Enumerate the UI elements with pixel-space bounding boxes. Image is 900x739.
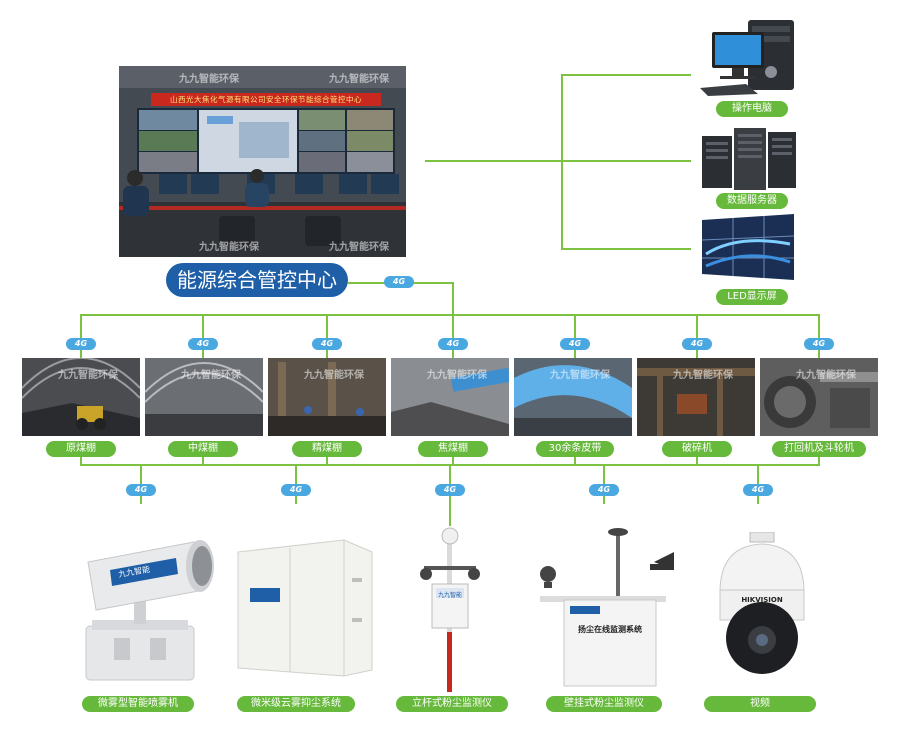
watermark: 九九智能环保 <box>329 242 389 253</box>
tag-4g: 4G <box>589 484 619 496</box>
tag-4g: 4G <box>126 484 156 496</box>
tag-4g: 4G <box>560 338 590 350</box>
watermark: 九九智能环保 <box>58 370 118 381</box>
equipment-label: 立杆式粉尘监测仪 <box>396 696 508 712</box>
led-video-wall-icon <box>698 214 798 284</box>
tag-4g: 4G <box>438 338 468 350</box>
watermark: 九九智能环保 <box>304 370 364 381</box>
watermark: 九九智能环保 <box>329 74 389 85</box>
watermark: 九九智能环保 <box>427 370 487 381</box>
wall-monitor-icon: 扬尘在线监测系统 <box>530 522 680 692</box>
site-photo-middle-coal-shed: 九九智能环保 <box>145 358 263 436</box>
device-label: LED显示屏 <box>716 289 788 305</box>
tag-4g: 4G <box>804 338 834 350</box>
equipment-label: 壁挂式粉尘监测仪 <box>546 696 662 712</box>
watermark: 九九智能环保 <box>181 370 241 381</box>
camera-brand-text: HIKVISION <box>741 596 783 604</box>
tag-4g: 4G <box>312 338 342 350</box>
site-label: 精煤棚 <box>292 441 362 457</box>
site-label: 焦煤棚 <box>418 441 488 457</box>
site-label: 破碎机 <box>662 441 732 457</box>
equipment-label: 微雾型智能喷雾机 <box>82 696 194 712</box>
tag-4g: 4G <box>384 276 414 288</box>
desktop-computer-icon <box>698 18 798 98</box>
watermark: 九九智能环保 <box>796 370 856 381</box>
wall-monitor-panel-text: 扬尘在线监测系统 <box>578 625 642 634</box>
site-photo-clean-coal-shed: 九九智能环保 <box>268 358 386 436</box>
watermark: 九九智能环保 <box>179 74 239 85</box>
tag-4g: 4G <box>188 338 218 350</box>
tag-4g: 4G <box>281 484 311 496</box>
dome-camera-icon: HIKVISION <box>714 531 810 680</box>
control-center-photo: 山西光大焦化气源有限公司安全环保节能综合管控中心 九九智能环保 九九智能环保 九… <box>119 66 406 257</box>
watermark: 九九智能环保 <box>199 242 259 253</box>
tag-4g: 4G <box>682 338 712 350</box>
device-label: 数据服务器 <box>716 193 788 209</box>
center-title: 能源综合管控中心 <box>166 263 348 297</box>
cabinet-icon <box>232 538 378 678</box>
site-photo-coking-coal-shed: 九九智能环保 <box>391 358 509 436</box>
tag-4g: 4G <box>743 484 773 496</box>
watermark: 九九智能环保 <box>550 370 610 381</box>
equipment-label: 微米级云雾抑尘系统 <box>237 696 355 712</box>
control-room-illustration <box>119 66 406 257</box>
mist-cannon-icon: 九九智能 <box>74 528 224 683</box>
pole-monitor-icon: 九九智能 <box>410 522 490 692</box>
site-photo-crusher: 九九智能环保 <box>637 358 755 436</box>
server-rack-icon <box>700 122 798 192</box>
control-center-banner: 山西光大焦化气源有限公司安全环保节能综合管控中心 <box>170 95 362 104</box>
tag-4g: 4G <box>435 484 465 496</box>
watermark: 九九智能环保 <box>673 370 733 381</box>
device-label: 操作电脑 <box>716 101 788 117</box>
site-photo-stacker-reclaimer: 九九智能环保 <box>760 358 878 436</box>
site-photo-raw-coal-shed: 九九智能环保 <box>22 358 140 436</box>
tag-4g: 4G <box>66 338 96 350</box>
site-label: 30余条皮带 <box>536 441 614 457</box>
equipment-label: 视频 <box>704 696 816 712</box>
site-photo-conveyor-belts: 九九智能环保 <box>514 358 632 436</box>
site-label: 打回机及斗轮机 <box>772 441 866 457</box>
site-label: 中煤棚 <box>168 441 238 457</box>
site-label: 原煤棚 <box>46 441 116 457</box>
pole-monitor-brand-text: 九九智能 <box>437 592 462 599</box>
